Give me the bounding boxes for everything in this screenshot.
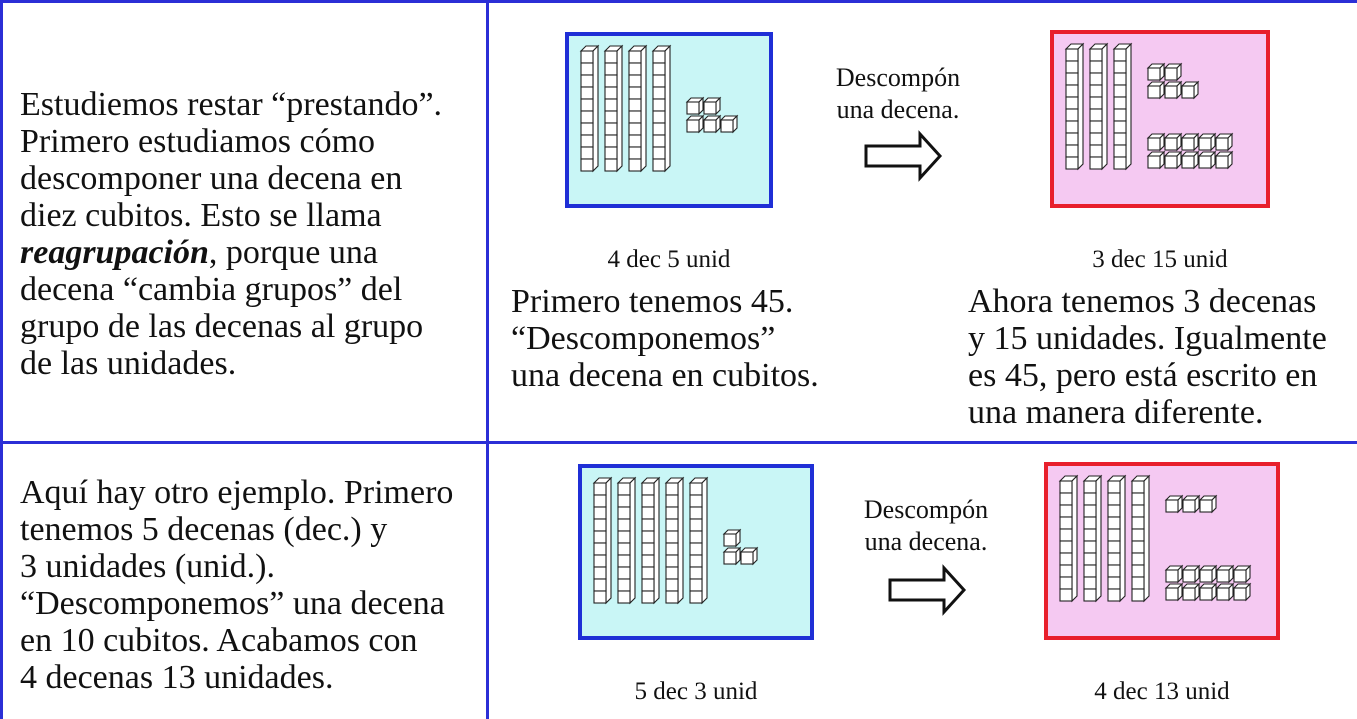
unit-cube-icon [1164,582,1184,602]
base-ten-blocks [1064,42,1234,171]
table-divider-vertical [486,0,489,719]
unit-cube-icon [1180,150,1200,170]
text-line: Primero tenemos 45. [511,283,794,320]
ten-rod-icon [640,476,661,605]
unit-cube-icon [1198,582,1218,602]
intro-line: descomponer una decena en [20,160,403,197]
unit-cube-icon [685,96,705,116]
unit-cube-icon [1180,80,1200,100]
row1-right-caption: 3 dec 15 unid [1092,246,1228,273]
unit-cube-icon [722,528,742,548]
ten-rod-icon [579,44,600,173]
unit-cube-icon [702,114,722,134]
arrow-label-line: Descompón [835,63,961,92]
intro-line: tenemos 5 decenas (dec.) y [20,511,388,548]
unit-cube-icon [1215,564,1235,584]
intro-line: “Descomponemos” una decena [20,585,445,622]
ten-rod-icon [616,476,637,605]
ten-rod-icon [1082,474,1103,603]
unit-cube-icon [702,96,722,116]
unit-cube-icon [1198,494,1218,514]
row2-right-caption: 4 dec 13 unid [1094,678,1230,705]
intro-line: Aquí hay otro ejemplo. Primero [20,474,454,511]
unit-cube-icon [1198,564,1218,584]
unit-cube-icon [1197,132,1217,152]
unit-cube-icon [1146,150,1166,170]
text-line: una manera diferente. [968,394,1264,431]
ten-rod-icon [1058,474,1079,603]
base-ten-blocks [592,476,759,605]
text-line: es 45, pero está escrito en [968,357,1318,394]
unit-cube-icon [1181,494,1201,514]
text-line: Ahora tenemos 3 decenas [968,283,1317,320]
intro-line: Primero estudiamos cómo [20,123,376,160]
row1-result-model [1050,30,1270,208]
ten-rod-icon [627,44,648,173]
unit-cube-icon [1163,150,1183,170]
unit-cube-icon [1146,132,1166,152]
intro-line: en 10 cubitos. Acabamos con [20,622,418,659]
arrow-label-line: una decena. [836,95,960,124]
intro-line: reagrupación, porque una [20,234,378,271]
arrow-label-line: una decena. [864,527,988,556]
unit-cube-icon [1164,494,1184,514]
intro-line: 3 unidades (unid.). [20,548,275,585]
text-line: una decena en cubitos. [511,357,819,394]
row2-start-model [578,464,814,640]
unit-cube-icon [1163,132,1183,152]
unit-cube-icon [1163,62,1183,82]
ten-rod-icon [664,476,685,605]
table-border-top [0,0,1357,3]
ten-rod-icon [592,476,613,605]
unit-cube-icon [1163,80,1183,100]
unit-cube-icon [1197,150,1217,170]
intro-line-rest: , porque una [208,234,378,271]
unit-cube-icon [1180,132,1200,152]
right-arrow-icon [864,130,943,182]
ten-rod-icon [1088,42,1109,171]
unit-cube-icon [722,546,742,566]
unit-cube-icon [1232,564,1252,584]
table-divider-horizontal [0,441,1357,444]
unit-cube-icon [1146,80,1166,100]
unit-cube-icon [685,114,705,134]
table-border-left [0,0,3,719]
arrow-label-line: Descompón [863,495,989,524]
intro-line: decena “cambia grupos” del [20,271,403,308]
keyword-reagrupacion: reagrupación [20,234,209,271]
ten-rod-icon [1106,474,1127,603]
ten-rod-icon [688,476,709,605]
unit-cube-icon [739,546,759,566]
text-line: y 15 unidades. Igualmente [968,320,1327,357]
ten-rod-icon [1064,42,1085,171]
ten-rod-icon [651,44,672,173]
unit-cube-icon [1181,582,1201,602]
unit-cube-icon [719,114,739,134]
intro-line: Estudiemos restar “prestando”. [20,86,443,123]
intro-line: 4 decenas 13 unidades. [20,659,334,696]
right-arrow-icon [888,564,967,616]
row1-arrow-label: Descompón una decena. [818,62,978,126]
intro-line: grupo de las decenas al grupo [20,308,424,345]
ten-rod-icon [603,44,624,173]
base-ten-blocks [1058,474,1252,603]
unit-cube-icon [1146,62,1166,82]
text-line: “Descomponemos” [511,320,776,357]
intro-line: de las unidades. [20,345,237,382]
unit-cube-icon [1214,150,1234,170]
row2-result-model [1044,462,1280,640]
base-ten-blocks [579,44,739,173]
unit-cube-icon [1181,564,1201,584]
row1-left-caption: 4 dec 5 unid [607,246,731,273]
unit-cube-icon [1214,132,1234,152]
row1-start-model [565,32,773,208]
intro-line: diez cubitos. Esto se llama [20,197,382,234]
unit-cube-icon [1215,582,1235,602]
ten-rod-icon [1130,474,1151,603]
row2-left-caption: 5 dec 3 unid [634,678,758,705]
ten-rod-icon [1112,42,1133,171]
unit-cube-icon [1164,564,1184,584]
row2-arrow-label: Descompón una decena. [846,494,1006,558]
unit-cube-icon [1232,582,1252,602]
